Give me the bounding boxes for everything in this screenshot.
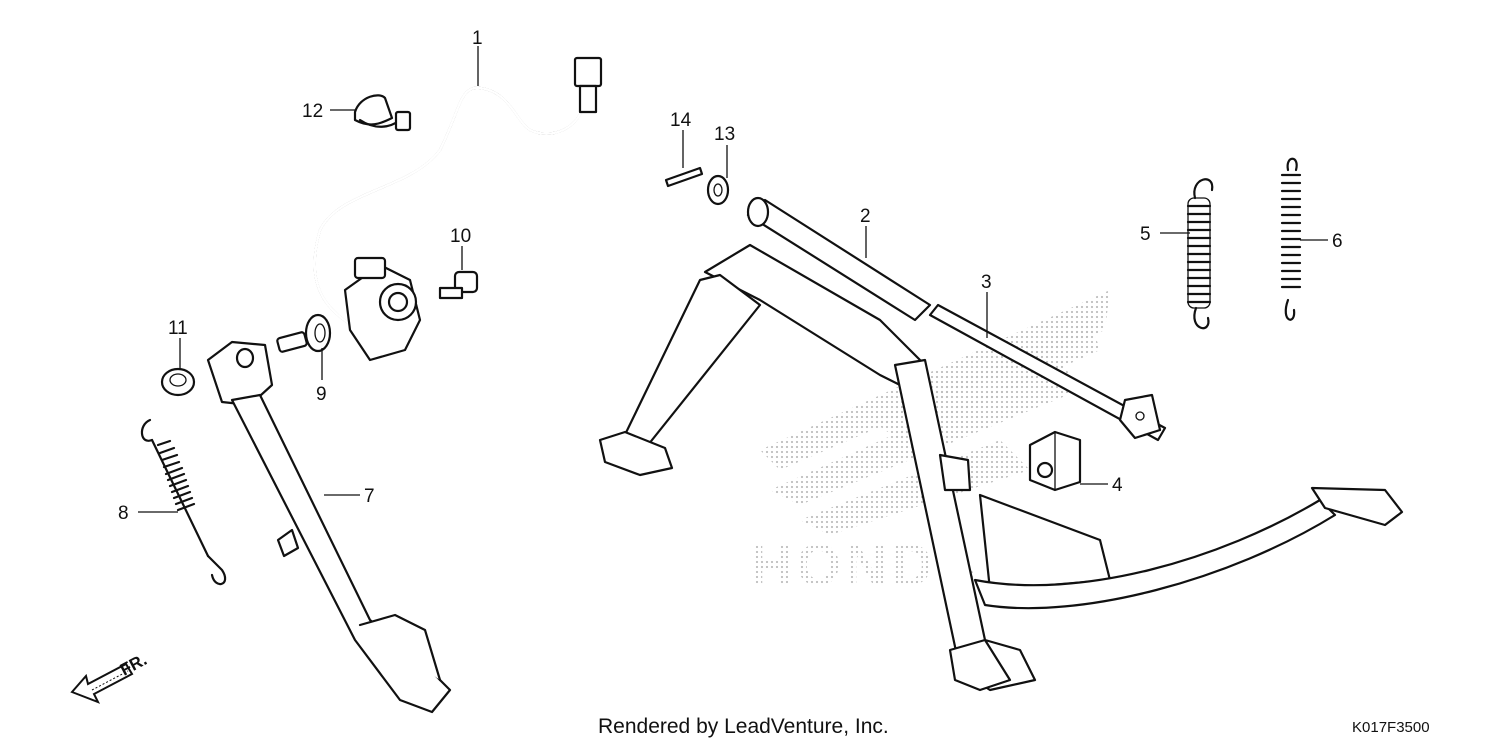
leader-lines bbox=[138, 46, 1328, 513]
footer-credit: Rendered by LeadVenture, Inc. bbox=[598, 715, 889, 738]
callout-labels: 1 2 3 4 5 6 7 8 9 10 11 12 13 14 bbox=[118, 28, 1343, 524]
callout-6: 6 bbox=[1332, 231, 1343, 252]
part-7-side-stand bbox=[206, 340, 452, 714]
callout-12: 12 bbox=[302, 101, 323, 122]
front-direction-indicator: FR. bbox=[70, 650, 150, 704]
callout-7: 7 bbox=[364, 486, 375, 507]
part-1-switch-harness bbox=[313, 56, 603, 362]
part-4-stopper-rubber bbox=[1028, 430, 1082, 492]
part-14-cotter-pin bbox=[664, 166, 704, 188]
callout-2: 2 bbox=[860, 206, 871, 227]
part-10-bolt bbox=[438, 270, 479, 300]
part-9-pivot-bolt bbox=[276, 313, 332, 353]
callout-10: 10 bbox=[450, 226, 471, 247]
part-3-pivot-shaft bbox=[928, 303, 1167, 442]
callout-9: 9 bbox=[316, 384, 327, 405]
callout-8: 8 bbox=[118, 503, 129, 524]
callout-4: 4 bbox=[1112, 475, 1123, 496]
part-11-nut bbox=[160, 367, 196, 397]
diagram-code: K017F3500 bbox=[1352, 719, 1430, 736]
callout-11: 11 bbox=[168, 318, 188, 339]
callout-1: 1 bbox=[472, 28, 483, 49]
part-12-cable-clamp bbox=[353, 94, 412, 132]
callout-3: 3 bbox=[981, 272, 992, 293]
callout-13: 13 bbox=[714, 124, 735, 145]
part-13-washer bbox=[706, 174, 730, 206]
arrow-left-icon bbox=[70, 662, 134, 704]
part-6-spring bbox=[1280, 157, 1302, 321]
callout-14: 14 bbox=[670, 110, 692, 131]
part-5-spring bbox=[1186, 178, 1214, 330]
part-2-main-stand bbox=[598, 196, 1404, 692]
part-8-spring bbox=[140, 418, 227, 586]
callout-5: 5 bbox=[1140, 224, 1151, 245]
